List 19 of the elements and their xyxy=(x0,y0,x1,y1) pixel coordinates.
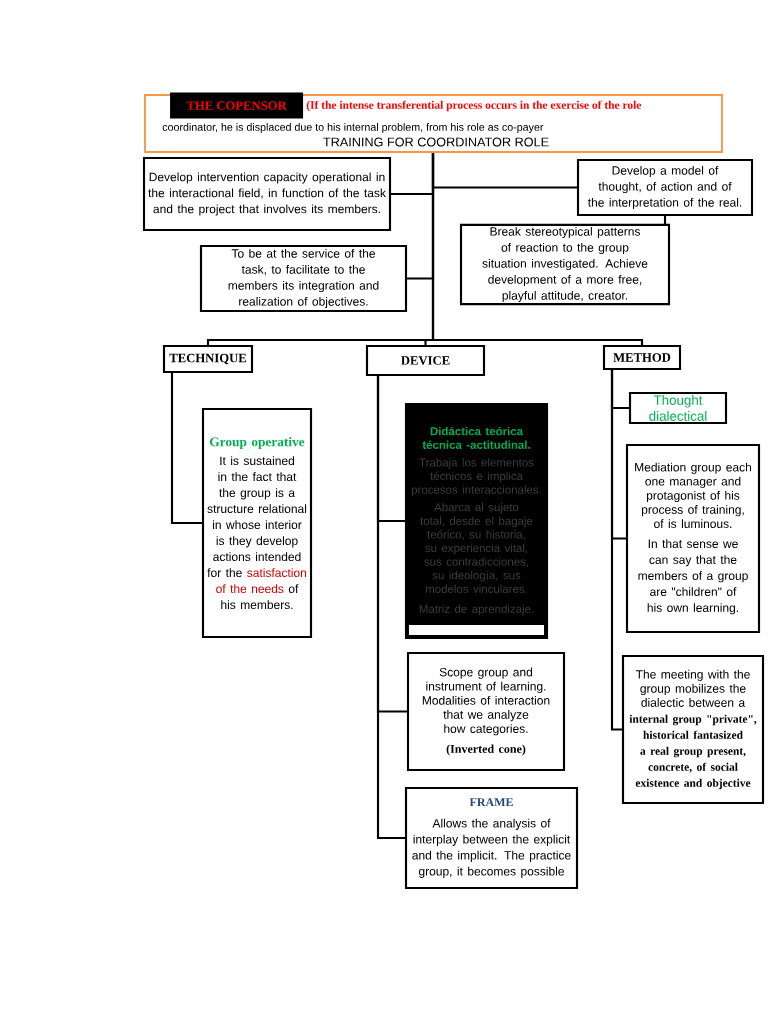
text-box: Thought dialectical xyxy=(628,391,728,425)
text-box: The meeting with the group mobilizes the dialectic between a internal group "private", historical fantasized a real group present, concrete, of social existence and objective xyxy=(621,654,765,805)
connector-line xyxy=(170,372,203,525)
heading-box: TECHNIQUE xyxy=(162,344,254,374)
text-box: FRAME Allows the analysis of interplay between the explicit and the implicit. The practice group, it becomes possible xyxy=(404,786,579,890)
goal-box: Break stereotypical patterns of reaction to the group situation investigated. Achieve development of a more free, playful attitude, creator. xyxy=(459,223,671,306)
goal-box: Develop a model of thought, of action and of the interpretation of the real. xyxy=(576,158,754,217)
goal-box: To be at the service of the task, to facilitate to the members its integration and realization of objectives. xyxy=(199,244,408,313)
text-box: Scope group and instrument of learning. Modalities of interaction that we analyze how categories. (Inverted cone) xyxy=(406,651,566,772)
text-box: Group operative It is sustained in the fact that the group is a structure relational in whose interior is they develop actions intended for the satisfaction of the needs of his members. xyxy=(201,407,313,639)
heading-box: METHOD xyxy=(602,344,682,371)
title-box: THE COPENSOR xyxy=(170,92,304,119)
heading-box: DEVICE xyxy=(365,344,486,377)
goal-box: Develop intervention capacity operational in the interactional field, in function of the task and the project that involves its members. xyxy=(142,156,392,232)
text-box: Mediation group each one manager and protagonist of his process of training, of is luminous. In that sense we can say that the members of a group are "children" of his own learning. xyxy=(625,443,761,634)
connector-line xyxy=(376,375,406,840)
connector-line xyxy=(610,369,623,731)
connector-line xyxy=(663,215,667,225)
connector-line xyxy=(431,152,644,346)
